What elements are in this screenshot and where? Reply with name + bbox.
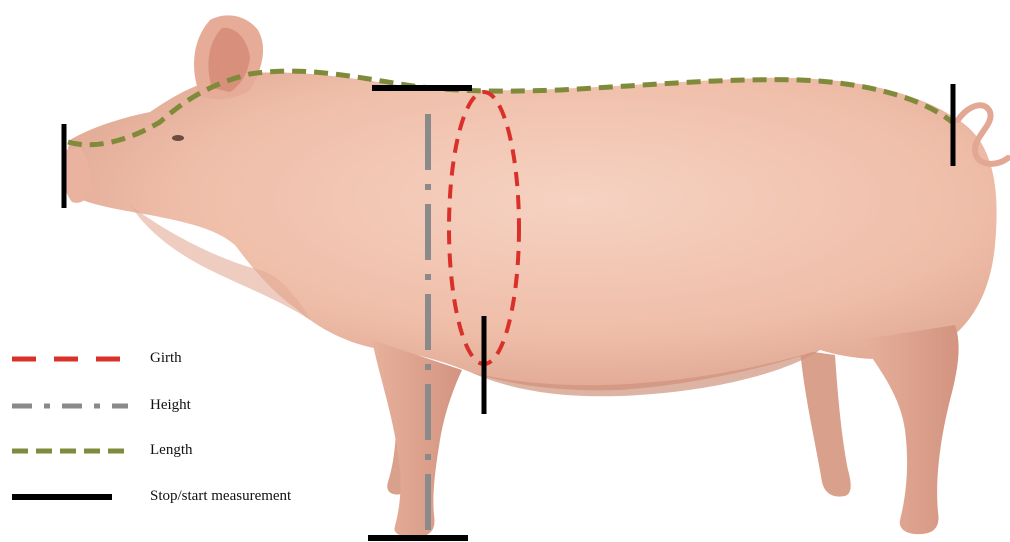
pig-eye	[172, 135, 184, 141]
pig-body	[66, 72, 997, 390]
pig-near-hind-leg	[860, 325, 959, 534]
pig-near-front-leg	[372, 340, 462, 537]
pig-illustration	[62, 15, 1008, 537]
pig-far-hind-leg	[800, 350, 851, 497]
